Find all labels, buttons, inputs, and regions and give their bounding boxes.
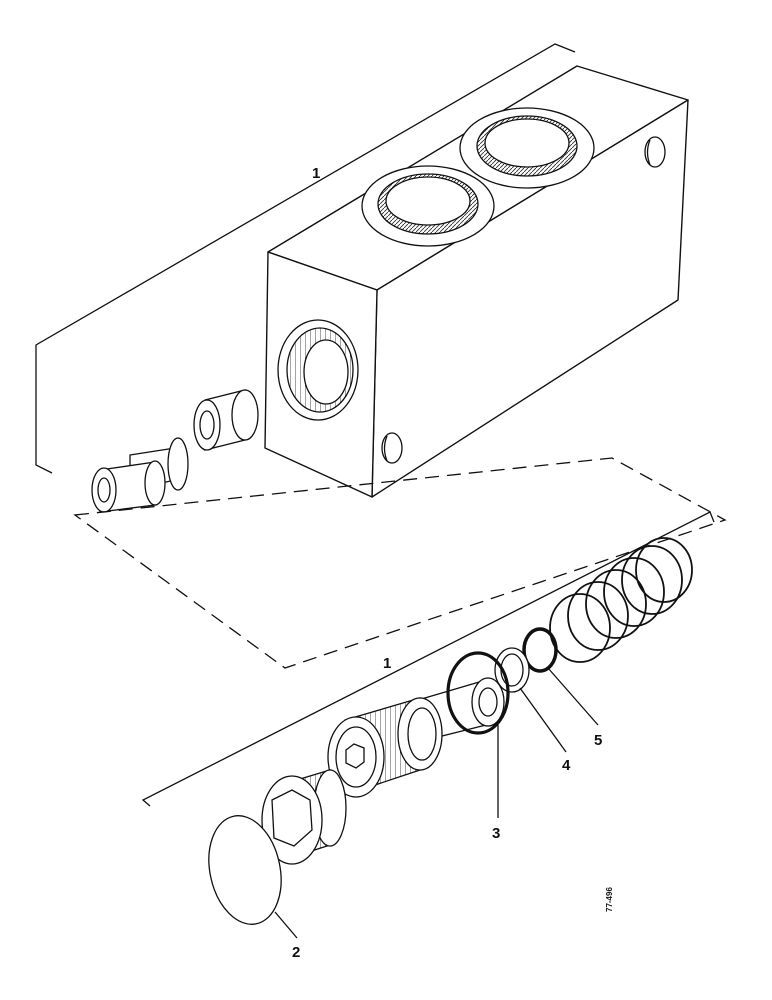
mounting-hole-upper <box>644 136 666 168</box>
callout-label-valve-assembly: 1 <box>383 655 391 672</box>
threaded-plug <box>261 769 347 865</box>
reference-number: 77-496 <box>605 887 614 912</box>
spring <box>549 537 693 663</box>
upper-port-rear <box>459 107 595 189</box>
seal-ring-large <box>446 651 510 735</box>
flanged-fitting <box>91 437 189 513</box>
mounting-hole-lower <box>381 432 403 464</box>
sleeve-bushing <box>193 389 259 451</box>
valve-assembly-bracket <box>141 511 715 807</box>
side-port <box>277 319 359 421</box>
poppet-body <box>327 677 505 798</box>
block-assembly-bracket <box>35 43 576 474</box>
cover-disc <box>208 815 282 925</box>
callout-label-seal-ring: 3 <box>492 825 500 842</box>
callout-label-block-assembly: 1 <box>312 165 320 182</box>
callout-label-backup-ring: 4 <box>562 757 571 774</box>
upper-port-front <box>361 165 495 247</box>
backup-ring <box>494 647 530 693</box>
callout-label-o-ring: 5 <box>594 732 602 749</box>
leader-lines <box>274 667 599 939</box>
dashed-correspondence-outline <box>73 457 727 669</box>
o-ring-small <box>522 627 558 673</box>
callout-label-cover-disc: 2 <box>292 944 300 961</box>
